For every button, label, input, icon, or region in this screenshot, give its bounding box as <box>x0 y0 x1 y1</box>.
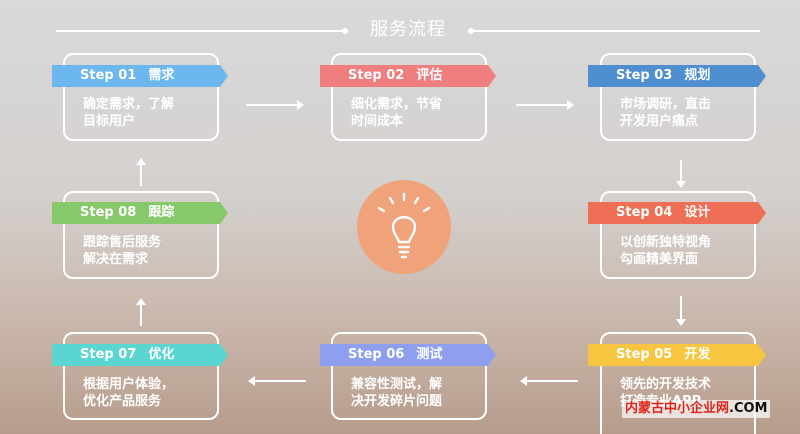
step-01-desc: 确定需求，了解 目标用户 <box>83 96 223 130</box>
arrow-06-to-07 <box>248 376 306 386</box>
step-07-desc-line1: 根据用户体验， <box>83 377 175 392</box>
step-08-number: Step 08 <box>80 205 137 220</box>
step-08-card <box>63 191 219 279</box>
title-line-right <box>470 30 760 32</box>
step-05-label: 开发 <box>684 347 711 362</box>
step-04-number: Step 04 <box>616 205 673 220</box>
step-03-desc-line1: 市场调研，直击 <box>620 97 712 112</box>
step-03-desc-line2: 开发用户痛点 <box>620 114 699 129</box>
step-02-desc-line1: 细化需求，节省 <box>351 97 443 112</box>
lightbulb-icon <box>377 192 431 259</box>
step-08-tag: Step 08 跟踪 <box>52 202 228 224</box>
step-04-desc-line1: 以创新独特视角 <box>620 235 712 250</box>
step-01-desc-line1: 确定需求，了解 <box>83 97 175 112</box>
step-03-desc: 市场调研，直击 开发用户痛点 <box>620 96 760 130</box>
step-05-card <box>600 332 756 434</box>
step-02-desc-line2: 时间成本 <box>351 114 404 129</box>
step-04-desc-line2: 勾画精美界面 <box>620 252 699 267</box>
step-06-number: Step 06 <box>348 347 405 362</box>
watermark: 内蒙古中小企业网.COM <box>622 400 771 418</box>
watermark-text: 内蒙古中小企业网 <box>625 401 730 416</box>
step-06-label: 测试 <box>416 347 443 362</box>
step-08-desc: 跟踪售后服务 解决在需求 <box>83 234 223 268</box>
step-03-number: Step 03 <box>616 68 673 83</box>
step-01-card <box>63 53 219 141</box>
step-05-number: Step 05 <box>616 347 673 362</box>
step-01-desc-line2: 目标用户 <box>83 114 136 129</box>
arrow-02-to-03 <box>516 100 574 110</box>
step-07-card <box>63 332 219 420</box>
step-07-desc-line2: 优化产品服务 <box>83 394 162 409</box>
step-07-tag: Step 07 优化 <box>52 344 228 366</box>
step-06-desc-line1: 兼容性测试，解 <box>351 377 443 392</box>
arrow-04-to-05 <box>676 296 686 326</box>
step-01-number: Step 01 <box>80 68 137 83</box>
step-02-desc: 细化需求，节省 时间成本 <box>351 96 491 130</box>
step-03-label: 规划 <box>684 68 711 83</box>
step-04-tag: Step 04 设计 <box>588 202 766 224</box>
step-01-label: 需求 <box>148 68 175 83</box>
step-02-tag: Step 02 评估 <box>320 65 496 87</box>
step-02-card <box>331 53 487 141</box>
step-03-tag: Step 03 规划 <box>588 65 766 87</box>
step-06-desc-line2: 决开发碎片问题 <box>351 394 443 409</box>
watermark-domain: .COM <box>729 401 768 416</box>
arrow-05-to-06 <box>520 376 578 386</box>
step-08-desc-line2: 解决在需求 <box>83 252 149 267</box>
arrow-01-to-02 <box>246 100 304 110</box>
arrow-03-to-04 <box>676 160 686 188</box>
step-04-card <box>600 191 756 279</box>
step-06-desc: 兼容性测试，解 决开发碎片问题 <box>351 376 491 410</box>
step-08-desc-line1: 跟踪售后服务 <box>83 235 162 250</box>
step-07-label: 优化 <box>148 347 175 362</box>
step-07-number: Step 07 <box>80 347 137 362</box>
page-title: 服务流程 <box>370 19 446 40</box>
step-04-desc: 以创新独特视角 勾画精美界面 <box>620 234 760 268</box>
step-01-tag: Step 01 需求 <box>52 65 228 87</box>
step-08-label: 跟踪 <box>148 205 175 220</box>
step-05-tag: Step 05 开发 <box>588 344 766 366</box>
arrow-07-to-08 <box>136 298 146 326</box>
step-03-card <box>600 53 756 141</box>
arrow-08-to-01 <box>136 158 146 186</box>
title-bar: 服务流程 <box>56 18 760 42</box>
title-line-left <box>56 30 346 32</box>
step-06-card <box>331 332 487 420</box>
step-05-desc-line1: 领先的开发技术 <box>620 377 712 392</box>
center-bulb-circle <box>357 180 451 274</box>
title-dot-left <box>342 28 348 34</box>
step-04-label: 设计 <box>684 205 711 220</box>
step-02-number: Step 02 <box>348 68 405 83</box>
step-07-desc: 根据用户体验， 优化产品服务 <box>83 376 223 410</box>
step-02-label: 评估 <box>416 68 443 83</box>
step-06-tag: Step 06 测试 <box>320 344 496 366</box>
